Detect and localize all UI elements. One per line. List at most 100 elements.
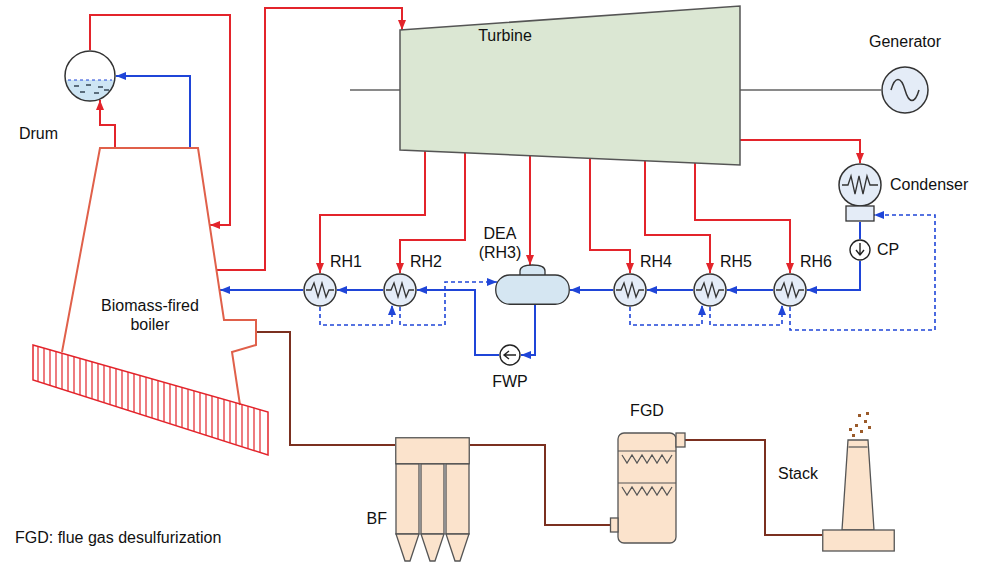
- grate-bar: [67, 355, 68, 391]
- stack-symbol: [822, 440, 895, 552]
- spray-layer: [622, 487, 672, 495]
- condenser-symbol: [838, 163, 882, 222]
- drum-shell: [65, 51, 115, 101]
- bag-filter-symbol: [395, 437, 470, 565]
- flue-gas-duct: [256, 332, 395, 445]
- pipe-line: [100, 100, 115, 148]
- grate-bar: [133, 374, 134, 412]
- drum-water: [65, 80, 114, 101]
- smoke-particle: [860, 430, 863, 433]
- heater-shell: [694, 274, 726, 306]
- grate-bar: [187, 389, 188, 429]
- heater-coil: [776, 283, 804, 297]
- drain-line: [790, 215, 935, 330]
- sine-wave: [891, 80, 919, 101]
- turbine-shaft: [350, 89, 400, 91]
- heater: RH5: [693, 273, 727, 307]
- pipe-line: [727, 289, 773, 291]
- ash-hopper: [396, 534, 419, 561]
- heater-symbol: [303, 273, 337, 307]
- grate-bar: [121, 370, 122, 408]
- grate-bar: [229, 401, 230, 443]
- grate-bar: [259, 410, 260, 453]
- node-label: FGD: [630, 401, 664, 420]
- node-label: Drum: [19, 124, 58, 143]
- grate-bar: [85, 360, 86, 397]
- pipe-line: [647, 289, 693, 291]
- ash-hopper: [446, 534, 469, 561]
- flue-gas-duct: [470, 445, 610, 525]
- node-label: BF: [367, 509, 387, 528]
- pipe-line: [695, 163, 790, 273]
- grate-bar: [43, 348, 44, 383]
- grate-bar: [235, 403, 236, 445]
- smoke-particle: [858, 414, 861, 417]
- spray-header: [618, 482, 676, 483]
- grate-bar: [73, 357, 74, 393]
- heater-coil: [386, 283, 414, 297]
- grate-bar: [91, 362, 92, 399]
- grate-bar: [181, 387, 182, 427]
- feedwater-pump: FWP: [499, 344, 521, 366]
- heater: RH1: [303, 273, 337, 307]
- steam-drum-symbol: [64, 50, 116, 102]
- deaerator-symbol: [495, 265, 570, 305]
- node-label: RH6: [800, 252, 832, 271]
- grate-outline: [33, 345, 268, 455]
- node-label: RH1: [330, 252, 362, 271]
- node-label: CP: [877, 240, 899, 259]
- node-label: RH5: [720, 252, 752, 271]
- heater-shell: [614, 274, 646, 306]
- grate-bar: [109, 367, 110, 405]
- heater-shell: [774, 274, 806, 306]
- heater-shell: [384, 274, 416, 306]
- condenser: Condenser: [838, 163, 882, 222]
- node-label: Generator: [869, 32, 941, 51]
- condensate-pump: CP: [849, 239, 871, 261]
- condenser-shell: [839, 164, 881, 206]
- pipe-line: [570, 289, 613, 291]
- deaerator-tank: [496, 275, 570, 304]
- grate-bar: [169, 384, 170, 424]
- smoke-particle: [855, 424, 858, 427]
- node-label: FWP: [492, 372, 528, 391]
- turbine-casing: [400, 6, 740, 165]
- grate-bar: [37, 346, 38, 381]
- grate-bar: [61, 353, 62, 389]
- heater-symbol: [383, 273, 417, 307]
- deaerator: DEA (RH3): [495, 265, 570, 305]
- node-label: DEA (RH3): [476, 224, 524, 262]
- shaft-line: [740, 89, 881, 91]
- grate-bar: [217, 398, 218, 439]
- flue-gas-duct: [685, 440, 822, 535]
- stack-base: [823, 530, 895, 551]
- pump-symbol: [850, 240, 870, 260]
- grate-bar: [199, 393, 200, 434]
- fgd-tower: FGD: [610, 425, 685, 545]
- grate-bar: [253, 408, 254, 451]
- pipe-line: [116, 76, 190, 148]
- pipe-line: [220, 289, 303, 291]
- water-mark: [98, 86, 103, 88]
- chimney: [842, 440, 874, 530]
- pump-symbol: [500, 345, 520, 365]
- grate-bar: [151, 379, 152, 418]
- grate-bar: [241, 405, 242, 447]
- water-mark: [80, 91, 85, 93]
- pipe-line: [859, 222, 861, 239]
- water-level: [68, 79, 112, 80]
- note-holder: FGD: flue gas desulfurization: [15, 528, 221, 547]
- condensate-pump-symbol: [849, 239, 871, 261]
- heater: RH2: [383, 273, 417, 307]
- grate-bar: [157, 381, 158, 420]
- pipe-line: [90, 15, 230, 225]
- grate-bar: [163, 382, 164, 421]
- cooling-coil: [842, 176, 878, 194]
- gas-inlet: [611, 518, 619, 532]
- grate-bar: [115, 369, 116, 407]
- node-label: Turbine: [478, 26, 532, 45]
- grate-bar: [103, 365, 104, 402]
- drum-body: [65, 51, 115, 101]
